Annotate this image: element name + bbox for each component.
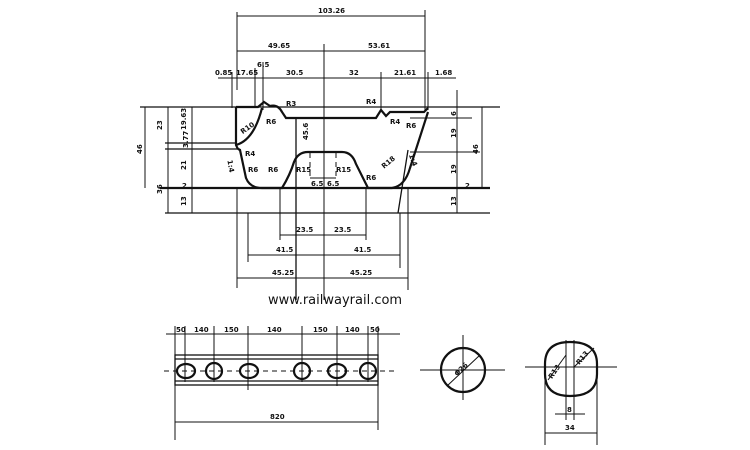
dim-b3-left: 45.25 xyxy=(272,269,294,277)
slope-left: 1:4 xyxy=(225,159,235,173)
radius-r10: R10 xyxy=(239,121,256,136)
dim-center-a: 6.5 xyxy=(311,180,324,188)
bottom-dimensions: 23.5 23.5 41.5 41.5 45.25 45.25 xyxy=(236,188,409,290)
right-dimensions: 6 19 46 19 2 13 xyxy=(450,90,483,213)
dim-left-3-77: 3.77 xyxy=(182,131,190,148)
dim-right-half: 53.61 xyxy=(368,42,390,50)
radius-r4-left: R4 xyxy=(245,150,255,158)
dim-left-36: 36 xyxy=(156,184,164,194)
dim-row3-6: 1.68 xyxy=(435,69,452,77)
dim-left-half: 49.65 xyxy=(268,42,290,50)
dim-row3-4: 32 xyxy=(349,69,359,77)
dim-b1-right: 23.5 xyxy=(334,226,351,234)
bar-spacing-0: 50 xyxy=(176,326,186,334)
dim-right-13: 13 xyxy=(450,196,458,206)
radius-r18: R18 xyxy=(380,155,397,171)
dim-row3-1: 17.65 xyxy=(236,69,258,77)
round-hole-detail: Φ26 xyxy=(420,335,505,400)
dim-b1-left: 23.5 xyxy=(296,226,313,234)
dim-overall: 103.26 xyxy=(318,7,345,15)
left-dimensions: 46 23 19.63 3.77 21 36 2 13 xyxy=(136,107,193,213)
dim-left-21: 21 xyxy=(180,160,188,170)
bar-spacing-3: 140 xyxy=(267,326,282,334)
dim-b2-left: 41.5 xyxy=(276,246,293,254)
radius-r6-e: R6 xyxy=(366,174,376,182)
dim-left-46: 46 xyxy=(136,144,144,154)
oval-radius-left: R13 xyxy=(547,363,562,380)
dim-right-19-a: 19 xyxy=(450,128,458,138)
oval-width: 34 xyxy=(565,424,575,432)
dim-left-2: 2 xyxy=(182,182,187,190)
bar-spacing-6: 50 xyxy=(370,326,380,334)
bar-length: 820 xyxy=(270,413,285,421)
top-dimensions: 103.26 49.65 53.61 0.85 17.65 6.5 30.5 3… xyxy=(215,7,456,300)
dim-row3-2: 6.5 xyxy=(257,61,270,69)
oval-offset: 8 xyxy=(567,406,572,414)
round-hole-diameter: Φ26 xyxy=(453,361,470,378)
oval-radius-right: R13 xyxy=(575,350,591,367)
slope-right: 1:4 xyxy=(407,153,419,168)
radius-r6-c: R6 xyxy=(268,166,278,174)
radius-r3: R3 xyxy=(286,100,296,108)
dim-left-13: 13 xyxy=(180,196,188,206)
bar-spacing-2: 150 xyxy=(224,326,239,334)
dim-row3-0: 0.85 xyxy=(215,69,232,77)
rail-profile: R3 R6 R10 R4 R6 R15 R15 R6 R18 R4 R4 R6 … xyxy=(140,98,500,300)
dim-right-46: 46 xyxy=(472,144,480,154)
dim-left-19-63: 19.63 xyxy=(180,108,188,130)
radius-r6-a: R6 xyxy=(266,118,276,126)
bar-spacing-4: 150 xyxy=(313,326,328,334)
dim-left-23: 23 xyxy=(156,120,164,130)
radius-r4-a: R4 xyxy=(366,98,376,106)
radius-r15-a: R15 xyxy=(296,166,311,174)
dim-right-2: 2 xyxy=(465,182,470,190)
dim-b2-right: 41.5 xyxy=(354,246,371,254)
radius-r4-b: R4 xyxy=(390,118,400,126)
bar-spacing-5: 140 xyxy=(345,326,360,334)
dim-center-b: 6.5 xyxy=(327,180,340,188)
dim-right-6: 6 xyxy=(450,111,458,116)
bar-plan-view: 50 140 150 140 150 140 50 820 xyxy=(164,326,400,440)
dim-row3-3: 30.5 xyxy=(286,69,303,77)
radius-r6-d: R6 xyxy=(406,122,416,130)
dim-center-height: 45.6 xyxy=(302,123,310,140)
radius-r6-b: R6 xyxy=(248,166,258,174)
dim-right-19-b: 19 xyxy=(450,164,458,174)
bar-spacing-1: 140 xyxy=(194,326,209,334)
dim-row3-5: 21.61 xyxy=(394,69,416,77)
radius-r15-b: R15 xyxy=(336,166,351,174)
watermark: www.railwayrail.com xyxy=(268,293,402,308)
oval-hole-detail: R13 R13 8 34 xyxy=(525,340,617,445)
dim-b3-right: 45.25 xyxy=(350,269,372,277)
